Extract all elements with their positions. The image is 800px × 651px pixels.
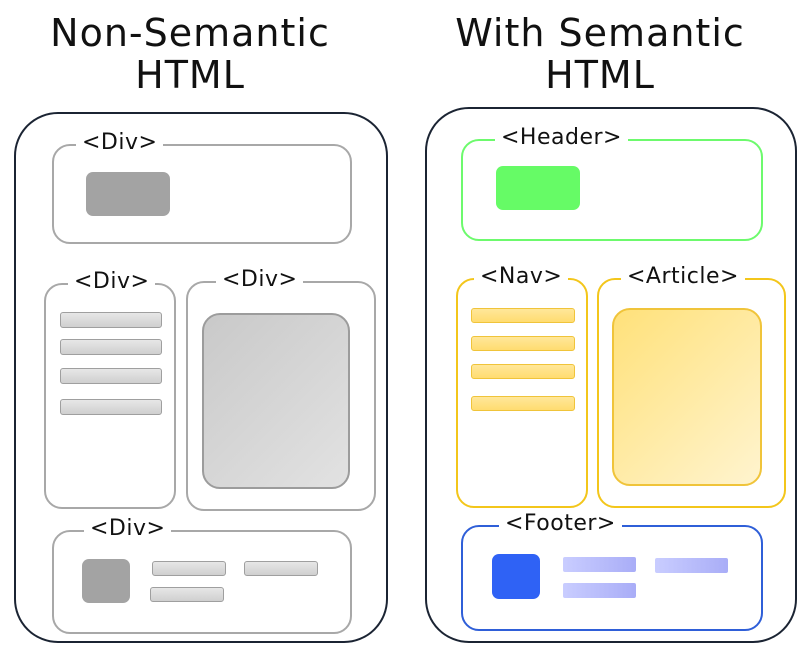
semantic-article-tag: <Article> xyxy=(621,264,745,290)
non-semantic-side-bar-1 xyxy=(60,312,162,328)
semantic-footer-block xyxy=(492,554,540,599)
semantic-nav-bar-4 xyxy=(471,396,575,411)
non-semantic-bottom-bar-1 xyxy=(152,561,226,576)
semantic-header: <Header> xyxy=(461,125,763,241)
non-semantic-title-line1: Non-Semantic xyxy=(50,11,330,55)
semantic-article: <Article> xyxy=(597,264,786,508)
semantic-footer-bar-2 xyxy=(655,558,728,573)
semantic-footer: <Footer> xyxy=(461,511,763,631)
non-semantic-bottom-bar-2 xyxy=(244,561,318,576)
semantic-article-block xyxy=(612,308,762,486)
non-semantic-side-div-tag: <Div> xyxy=(68,269,156,295)
semantic-header-tag: <Header> xyxy=(495,125,628,151)
semantic-header-block xyxy=(496,166,580,210)
semantic-footer-bar-3 xyxy=(563,583,636,598)
non-semantic-bottom-bar-3 xyxy=(150,587,224,602)
non-semantic-title: Non-Semantic HTML xyxy=(30,12,350,96)
semantic-nav-tag: <Nav> xyxy=(474,264,569,290)
non-semantic-bottom-div: <Div> xyxy=(52,516,352,634)
semantic-footer-bar-1 xyxy=(563,557,636,572)
non-semantic-title-line2: HTML xyxy=(135,53,245,97)
non-semantic-side-bar-3 xyxy=(60,368,162,384)
non-semantic-side-div: <Div> xyxy=(44,269,176,509)
semantic-nav-bar-1 xyxy=(471,308,575,323)
non-semantic-top-block xyxy=(86,172,170,216)
non-semantic-bottom-block xyxy=(82,559,130,603)
semantic-nav-bar-3 xyxy=(471,364,575,379)
non-semantic-top-div-tag: <Div> xyxy=(76,130,164,156)
non-semantic-main-block xyxy=(202,313,350,489)
non-semantic-main-div: <Div> xyxy=(186,267,376,511)
non-semantic-side-bar-2 xyxy=(60,339,162,355)
semantic-nav-bar-2 xyxy=(471,336,575,351)
semantic-footer-tag: <Footer> xyxy=(499,511,622,537)
semantic-title-line1: With Semantic xyxy=(455,11,745,55)
semantic-nav: <Nav> xyxy=(456,264,588,508)
non-semantic-main-div-tag: <Div> xyxy=(216,267,304,293)
semantic-title-line2: HTML xyxy=(545,53,655,97)
non-semantic-top-div: <Div> xyxy=(52,130,352,244)
non-semantic-bottom-div-tag: <Div> xyxy=(84,516,172,542)
semantic-title: With Semantic HTML xyxy=(440,12,760,96)
non-semantic-side-bar-4 xyxy=(60,399,162,415)
